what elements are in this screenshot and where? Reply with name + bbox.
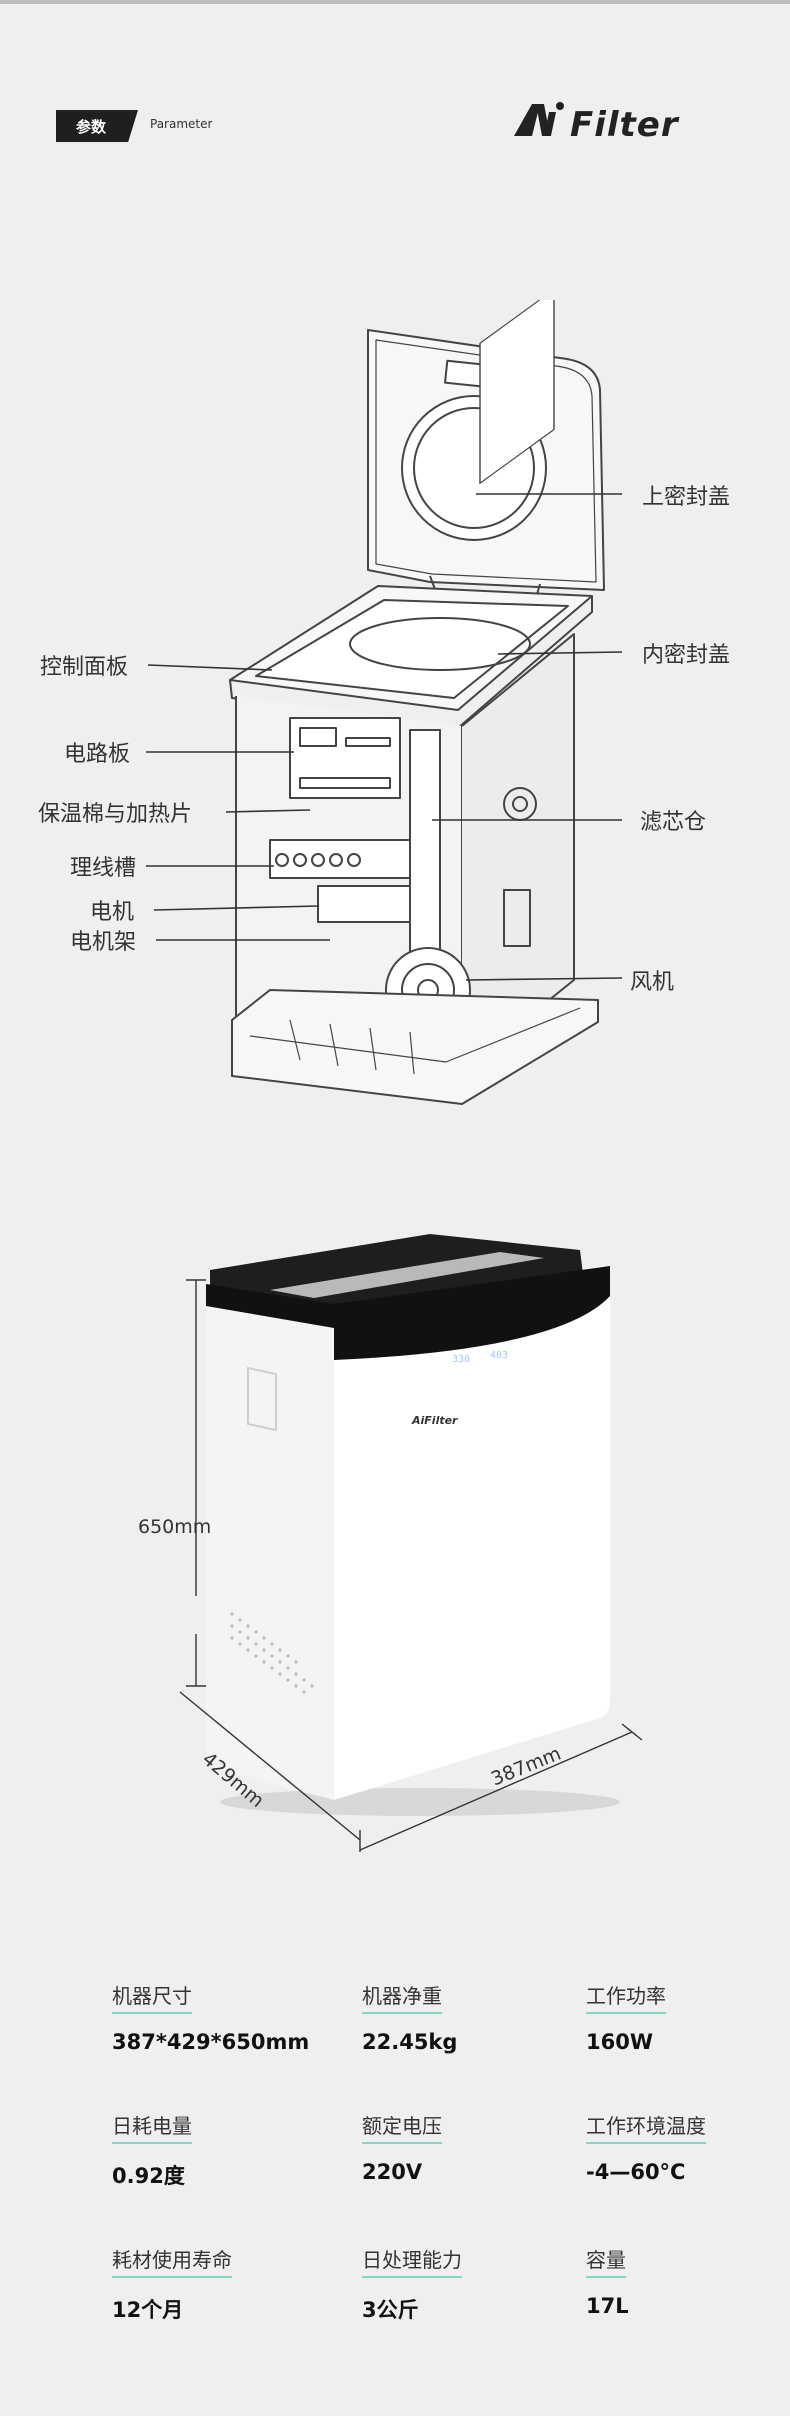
spec-size: 机器尺寸 387*429*650mm [112, 1980, 332, 2054]
vent-grille [230, 1612, 314, 1694]
spec-daily-consumption: 日耗电量 0.92度 [112, 2110, 332, 2190]
spec-value: 3公斤 [362, 2298, 419, 2322]
spec-label: 工作环境温度 [586, 2110, 706, 2144]
callout-control-panel: 控制面板 [40, 655, 129, 680]
dimension-height: 650mm [138, 1516, 212, 1538]
spec-value: 12个月 [112, 2298, 184, 2322]
callout-cable-trough: 理线槽 [70, 856, 137, 881]
spec-label: 额定电压 [362, 2110, 442, 2144]
badge-label: 参数 [75, 117, 106, 136]
spec-temperature: 工作环境温度 -4—60°C [586, 2110, 790, 2184]
leader-lines [146, 493, 623, 981]
spec-value: 0.92度 [112, 2164, 185, 2188]
exploded-drawing [146, 288, 623, 1105]
spec-value: 22.45kg [362, 2030, 458, 2054]
spec-value: -4—60°C [586, 2160, 686, 2184]
spec-label: 日处理能力 [362, 2244, 462, 2278]
spec-label: 机器净重 [362, 1980, 442, 2014]
callout-circuit-board: 电路板 [64, 742, 131, 767]
exploded-diagram: 上密封盖 内密封盖 控制面板 电路板 保温棉与加热片 滤芯仓 理线槽 电机 电机… [0, 288, 790, 1120]
spec-volume: 容量 17L [586, 2244, 790, 2318]
top-border [0, 0, 790, 4]
spec-consumable-life: 耗材使用寿命 12个月 [112, 2244, 332, 2324]
brand-logo-mark: Filter [514, 102, 680, 145]
svg-text:Filter: Filter [570, 105, 680, 144]
spec-label: 工作功率 [586, 1980, 666, 2014]
display-left-text: 330 [452, 1354, 470, 1365]
spec-voltage: 额定电压 220V [362, 2110, 582, 2184]
spec-daily-capacity: 日处理能力 3公斤 [362, 2244, 582, 2324]
callout-motor: 电机 [90, 900, 135, 925]
body-top-drawing [229, 585, 593, 729]
callout-top-seal-lid: 上密封盖 [642, 485, 731, 510]
brand-logo: Filter [510, 98, 742, 145]
parameter-badge: 参数 [56, 110, 138, 142]
spec-value: 220V [362, 2160, 423, 2184]
product-brand-label: AiFilter [411, 1414, 458, 1427]
badge-subtitle: Parameter [150, 117, 213, 131]
spec-label: 容量 [586, 2244, 626, 2278]
callout-filter-chamber: 滤芯仓 [640, 810, 707, 835]
dimension-lines [179, 1279, 643, 1852]
spec-label: 耗材使用寿命 [112, 2244, 232, 2278]
spec-label: 日耗电量 [112, 2110, 192, 2144]
spec-weight: 机器净重 22.45kg [362, 1980, 582, 2054]
spec-value: 160W [586, 2030, 653, 2054]
callout-motor-mount: 电机架 [70, 930, 137, 955]
display-right-text: 403 [490, 1350, 508, 1361]
spec-power: 工作功率 160W [586, 1980, 790, 2054]
base-drawing [231, 989, 599, 1105]
spec-label: 机器尺寸 [112, 1980, 192, 2014]
spec-value: 17L [586, 2294, 629, 2318]
callout-insulation-heater: 保温棉与加热片 [38, 802, 193, 827]
callout-inner-seal-lid: 内密封盖 [642, 643, 731, 668]
callout-fan: 风机 [630, 970, 675, 995]
product-drawing: 330 403 AiFilter [179, 1234, 643, 1852]
spec-value: 387*429*650mm [112, 2030, 310, 2054]
product-render: 330 403 AiFilter [0, 1200, 790, 1860]
body-frame-drawing [235, 288, 575, 1071]
